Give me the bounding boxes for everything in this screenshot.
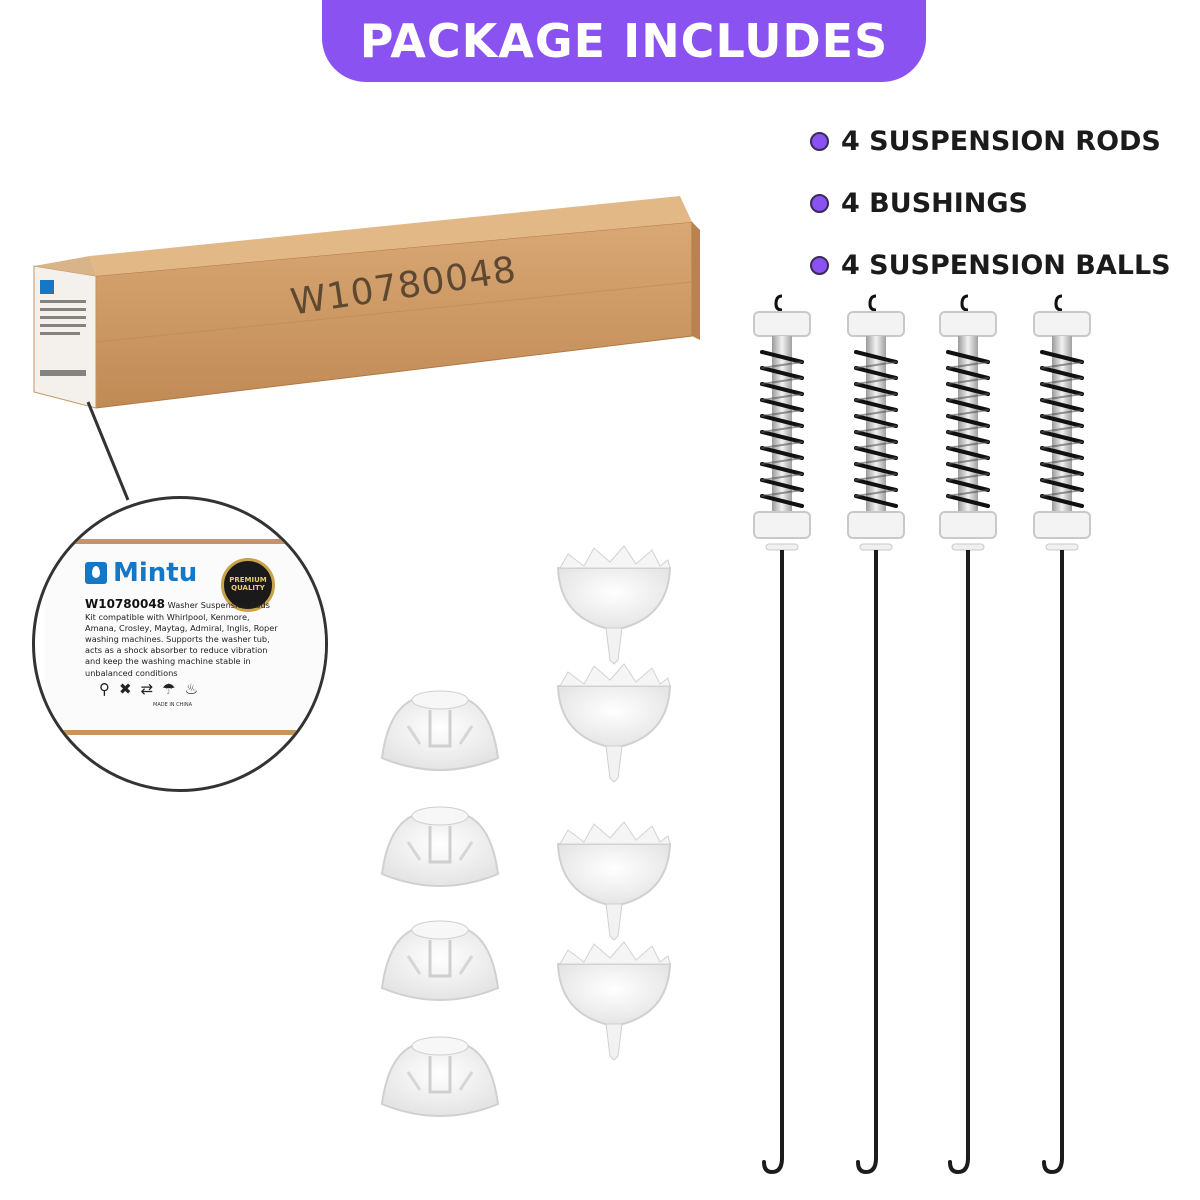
brand-logo-icon bbox=[40, 280, 54, 294]
suspension-ball bbox=[556, 545, 672, 665]
bullet-dot-icon bbox=[810, 255, 829, 275]
umbrella-icon: ☂ bbox=[162, 680, 176, 698]
bushings-group bbox=[380, 690, 500, 1117]
suspension-rods-group bbox=[753, 294, 1091, 1175]
list-item-label: 4 BUSHINGS bbox=[841, 187, 1028, 219]
label-zoom-callout: Mintu PREMIUM QUALITY W10780048 Washer S… bbox=[32, 496, 328, 792]
label-description: Washer Suspension Rods Kit compatible wi… bbox=[85, 600, 278, 678]
origin-text: MADE IN CHINA bbox=[153, 702, 193, 708]
label-part-code: W10780048 bbox=[85, 597, 166, 611]
premium-quality-badge: PREMIUM QUALITY bbox=[221, 558, 275, 612]
list-item-label: 4 SUSPENSION RODS bbox=[841, 125, 1161, 157]
contents-list: 4 SUSPENSION RODS 4 BUSHINGS 4 SUSPENSIO… bbox=[810, 110, 1190, 296]
header-banner: PACKAGE INCLUDES bbox=[322, 0, 926, 82]
list-item: 4 BUSHINGS bbox=[810, 172, 1190, 234]
fragile-glass-icon: ⚲ bbox=[99, 680, 110, 698]
bushing bbox=[380, 1036, 500, 1117]
list-item: 4 SUSPENSION BALLS bbox=[810, 234, 1190, 296]
bushing bbox=[380, 806, 500, 887]
suspension-ball bbox=[556, 663, 672, 783]
suspension-rod bbox=[847, 294, 905, 1175]
no-trash-icon: ✖ bbox=[119, 680, 132, 698]
page-title: PACKAGE INCLUDES bbox=[359, 14, 889, 68]
brand-logo: Mintu bbox=[85, 558, 197, 588]
suspension-rod bbox=[939, 294, 997, 1175]
box-label: Mintu PREMIUM QUALITY W10780048 Washer S… bbox=[45, 539, 325, 735]
brand-logo-icon bbox=[85, 562, 107, 584]
bullet-dot-icon bbox=[810, 131, 829, 151]
handling-icons: ⚲ ✖ ⇄ ☂ ♨ bbox=[99, 680, 198, 698]
suspension-rod bbox=[753, 294, 811, 1175]
suspension-ball bbox=[556, 821, 672, 941]
flammable-icon: ♨ bbox=[184, 680, 199, 698]
callout-line bbox=[86, 401, 130, 501]
suspension-ball bbox=[556, 941, 672, 1061]
compress-icon: ⇄ bbox=[140, 680, 154, 698]
label-description-block: W10780048 Washer Suspension Rods Kit com… bbox=[85, 596, 280, 679]
bushing bbox=[380, 690, 500, 771]
bushing bbox=[380, 920, 500, 1001]
brand-name: Mintu bbox=[113, 558, 198, 588]
cardboard-box bbox=[33, 196, 700, 409]
list-item-label: 4 SUSPENSION BALLS bbox=[841, 249, 1171, 281]
bullet-dot-icon bbox=[810, 193, 829, 213]
list-item: 4 SUSPENSION RODS bbox=[810, 110, 1190, 172]
suspension-balls-group bbox=[556, 545, 672, 1061]
suspension-rod bbox=[1033, 294, 1091, 1175]
